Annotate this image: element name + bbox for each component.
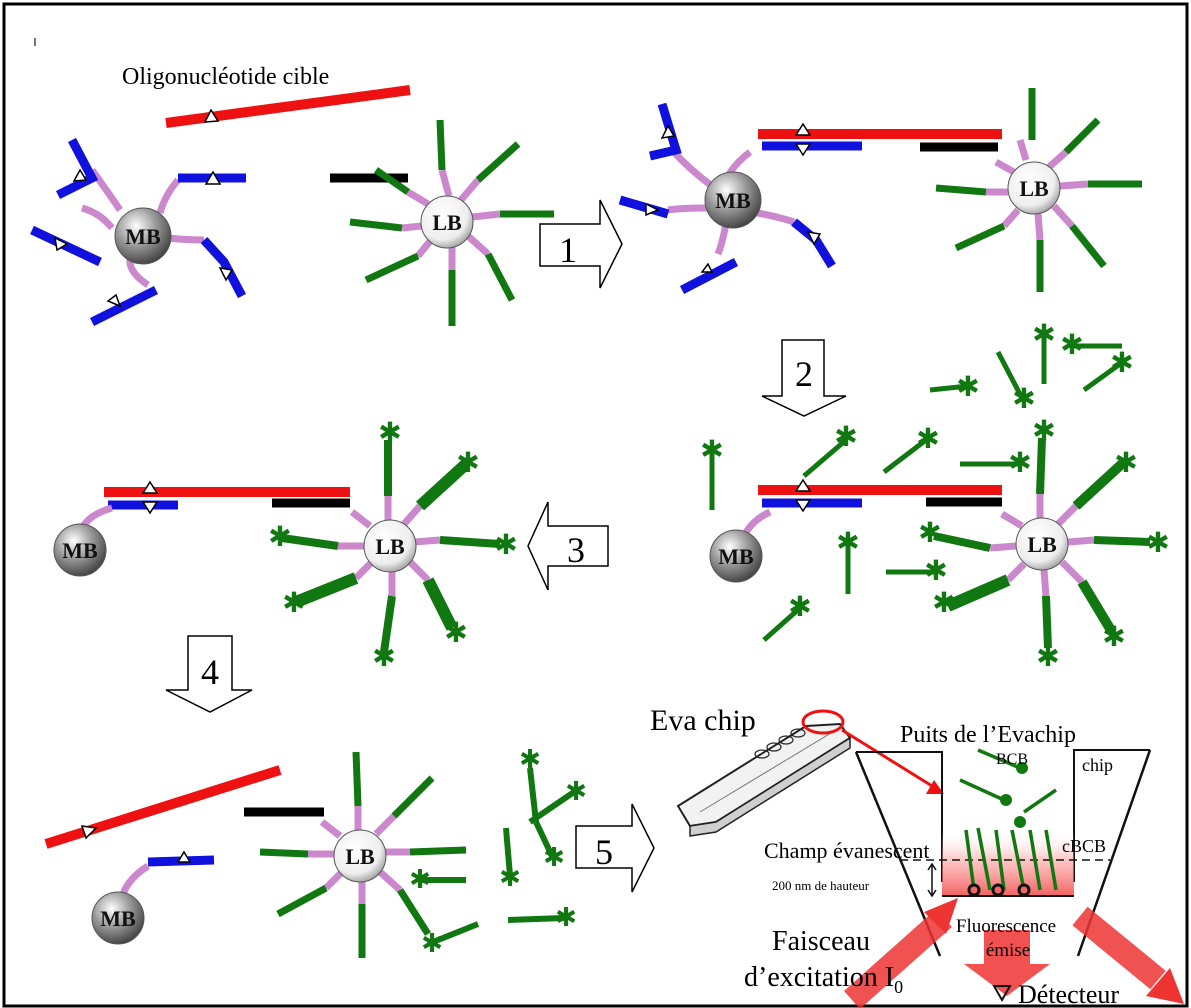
height-label: 200 nm de hauteur bbox=[772, 878, 870, 893]
step-number-1: 1 bbox=[559, 230, 577, 270]
released-labels bbox=[420, 767, 576, 947]
well-diagram: BCB chip Champ évanescent cBCB 200 nm de… bbox=[764, 748, 1152, 996]
svg-text:✱: ✱ bbox=[555, 903, 577, 933]
svg-text:✱: ✱ bbox=[1114, 446, 1137, 479]
panel-separated: MB ✱ ✱ ✱ ✱ ✱ ✱ ✱ bbox=[53, 416, 518, 673]
detector-icon bbox=[992, 985, 1012, 1003]
emise-label: émise bbox=[986, 940, 1030, 961]
svg-text:✱: ✱ bbox=[409, 865, 431, 895]
svg-text:✱: ✱ bbox=[421, 929, 443, 959]
svg-text:✱: ✱ bbox=[700, 434, 723, 467]
reflected-beam bbox=[1072, 906, 1184, 1004]
step-arrow-4: 4 bbox=[165, 635, 253, 713]
latex-bead-group: LB bbox=[349, 119, 554, 326]
target-oligo bbox=[165, 85, 411, 128]
step-number-5: 5 bbox=[595, 832, 613, 872]
svg-text:✱: ✱ bbox=[788, 590, 811, 623]
svg-text:✱: ✱ bbox=[924, 554, 947, 587]
cbcb-label: cBCB bbox=[1062, 836, 1106, 856]
svg-text:✱: ✱ bbox=[494, 528, 517, 561]
svg-text:✱: ✱ bbox=[499, 863, 521, 893]
svg-text:✱: ✱ bbox=[1036, 640, 1059, 673]
mb-label: MB bbox=[62, 538, 98, 563]
svg-text:✱: ✱ bbox=[444, 616, 467, 649]
lb-label: LB bbox=[1019, 176, 1049, 201]
detector-label: Détecteur bbox=[1018, 980, 1119, 1008]
mb-label: MB bbox=[718, 544, 754, 569]
eva-chip-label: Eva chip bbox=[650, 704, 756, 737]
svg-text:✱: ✱ bbox=[519, 745, 541, 775]
svg-text:✱: ✱ bbox=[1012, 382, 1035, 415]
panel-labeled: ✱✱✱ ✱✱✱ ✱✱✱ ✱✱✱ MB bbox=[700, 318, 1169, 673]
svg-text:✱: ✱ bbox=[1146, 526, 1169, 559]
step-number-2: 2 bbox=[795, 354, 813, 394]
beam-label-line2: d’excitation I0 bbox=[744, 962, 903, 997]
lb-label: LB bbox=[345, 844, 375, 869]
step-number-4: 4 bbox=[201, 652, 219, 692]
svg-text:✱: ✱ bbox=[378, 416, 401, 449]
step-arrow-3: 3 bbox=[527, 501, 609, 591]
chip-label: chip bbox=[1082, 755, 1113, 775]
mb-label: MB bbox=[715, 188, 751, 213]
step-arrow-2: 2 bbox=[761, 339, 847, 417]
beam-label-text: d’excitation I bbox=[744, 962, 894, 993]
detector: Détecteur bbox=[992, 980, 1119, 1008]
svg-text:✱: ✱ bbox=[836, 526, 859, 559]
svg-text:✱: ✱ bbox=[372, 640, 395, 673]
beam-label-line1: Faisceau bbox=[772, 926, 870, 957]
eva-chip-device bbox=[676, 709, 852, 837]
svg-text:✱: ✱ bbox=[956, 370, 979, 403]
free-labels bbox=[709, 336, 1122, 642]
svg-text:✱: ✱ bbox=[268, 520, 291, 553]
svg-text:✱: ✱ bbox=[565, 777, 587, 807]
mb-label: MB bbox=[100, 906, 136, 931]
lb-label: LB bbox=[432, 210, 462, 235]
fluorescence-label: Fluorescence bbox=[956, 916, 1056, 937]
beam-subscript: 0 bbox=[894, 977, 903, 997]
magnetic-bead-group: MB bbox=[30, 137, 246, 327]
well-highlight bbox=[801, 709, 845, 735]
eva-chip-section: Eva chip Puits de l’Evachip bbox=[650, 704, 1184, 1008]
target-label: Oligonucléotide cible bbox=[122, 64, 329, 90]
height-arrow bbox=[927, 862, 937, 898]
svg-text:✱: ✱ bbox=[543, 843, 565, 873]
svg-text:✱: ✱ bbox=[282, 586, 305, 619]
svg-text:✱: ✱ bbox=[1110, 346, 1133, 379]
mb-label: MB bbox=[125, 224, 161, 249]
panel-initial: Oligonucléotide cible MB bbox=[30, 64, 554, 327]
panel-hybridized: MB LB bbox=[618, 88, 1142, 294]
well-title: Puits de l’Evachip bbox=[900, 722, 1076, 748]
svg-text:✱: ✱ bbox=[932, 586, 955, 619]
triangle-marker-icon bbox=[203, 108, 220, 123]
svg-text:✱: ✱ bbox=[1102, 620, 1125, 653]
svg-text:✱: ✱ bbox=[916, 422, 939, 455]
svg-text:✱: ✱ bbox=[1032, 414, 1055, 447]
svg-text:✱: ✱ bbox=[1032, 318, 1055, 351]
evanescent-field-label: Champ évanescent bbox=[764, 838, 930, 863]
svg-text:✱: ✱ bbox=[1008, 446, 1031, 479]
bcb-label: BCB bbox=[996, 751, 1028, 768]
lb-label: LB bbox=[1027, 532, 1057, 557]
svg-text:✱: ✱ bbox=[456, 446, 479, 479]
svg-text:✱: ✱ bbox=[918, 516, 941, 549]
svg-text:✱: ✱ bbox=[834, 420, 857, 453]
panel-released: MB LB bbox=[44, 745, 587, 959]
fluorescence-emission-arrow bbox=[964, 930, 1050, 996]
lb-label: LB bbox=[375, 534, 405, 559]
excitation-beam bbox=[844, 898, 958, 1008]
fluorophore-stars: ✱✱✱ ✱✱✱ ✱✱✱ ✱✱✱ bbox=[700, 318, 1133, 623]
step-arrow-1: 1 bbox=[539, 199, 623, 289]
svg-text:✱: ✱ bbox=[1060, 328, 1083, 361]
step-number-3: 3 bbox=[567, 530, 585, 570]
step-arrow-5: 5 bbox=[575, 803, 655, 893]
